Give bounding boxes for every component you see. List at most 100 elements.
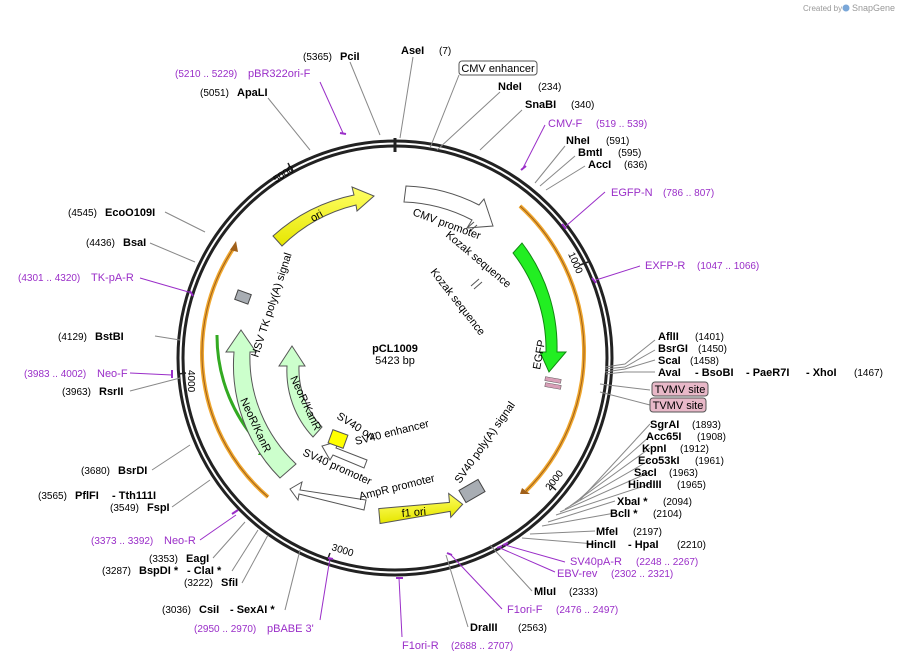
neor-outer-arrow[interactable] (225, 329, 297, 479)
svg-text:PflFI: PflFI (75, 490, 99, 502)
enzyme-scaI[interactable]: ScaI(1458) (658, 355, 719, 367)
svg-text:(2563): (2563) (518, 623, 547, 634)
svg-text:MfeI: MfeI (596, 526, 618, 538)
enzyme-eco53kI[interactable]: Eco53kI(1961) (638, 455, 724, 467)
enzyme-rsrII[interactable]: (3963)RsrII (62, 386, 123, 398)
enzyme-kpnI[interactable]: KpnI(1912) (642, 443, 709, 455)
svg-text:(1965): (1965) (677, 480, 706, 491)
svg-text:BstBI: BstBI (95, 331, 124, 343)
enzyme-apaLI[interactable]: (5051)ApaLI (200, 87, 268, 99)
enzyme-mluI[interactable]: MluI(2333) (534, 586, 598, 598)
svg-text:- SexAI *: - SexAI * (230, 604, 275, 616)
tick-4000: 4000 (185, 370, 196, 393)
svg-text:FspI: FspI (147, 502, 170, 514)
svg-text:HindIII: HindIII (628, 479, 662, 491)
svg-text:(3287): (3287) (102, 566, 131, 577)
enzyme-bclI[interactable]: BclI *(2104) (610, 508, 682, 520)
enzyme-bspDI-group[interactable]: (3287) BspDI * - ClaI * (102, 565, 222, 577)
enzyme-ndeI[interactable]: NdeI(234) (498, 81, 561, 93)
svg-text:CsiI: CsiI (199, 604, 219, 616)
svg-text:NdeI: NdeI (498, 81, 522, 93)
primer-neo-f[interactable]: (3983 .. 4002)Neo-F (24, 368, 128, 380)
sv40-ori-box[interactable] (327, 429, 349, 449)
svg-text:Acc65I: Acc65I (646, 431, 681, 443)
svg-text:(3565): (3565) (38, 491, 67, 502)
enzyme-acc65I[interactable]: Acc65I(1908) (646, 431, 726, 443)
enzyme-mfeI[interactable]: MfeI(2197) (596, 526, 662, 538)
ori-arrow[interactable] (272, 186, 375, 247)
svg-text:AflII: AflII (658, 331, 679, 343)
egfp-arrow[interactable] (512, 242, 568, 373)
primer-egfp-n[interactable]: EGFP-N(786 .. 807) (611, 187, 714, 199)
primer-cmv-f[interactable]: CMV-F(519 .. 539) (548, 118, 647, 130)
enzyme-xbaI[interactable]: XbaI *(2094) (617, 496, 692, 508)
enzyme-csiI-group[interactable]: (3036) CsiI - SexAI * (162, 604, 275, 616)
primer-pbr322ori-f[interactable]: (5210 .. 5229)pBR322ori-F (175, 68, 311, 80)
svg-text:(595): (595) (618, 148, 641, 159)
primer-pbabe-3[interactable]: (2950 .. 2970)pBABE 3' (194, 623, 314, 635)
enzyme-aflII[interactable]: AflII(1401) (658, 331, 724, 343)
svg-text:(3680): (3680) (81, 466, 110, 477)
svg-text:(1458): (1458) (690, 356, 719, 367)
svg-text:EcoO109I: EcoO109I (105, 207, 155, 219)
svg-text:EXFP-R: EXFP-R (645, 260, 685, 272)
plasmid-name: pCL1009 (372, 343, 418, 355)
svg-text:(2302 .. 2321): (2302 .. 2321) (611, 569, 673, 580)
enzyme-draIII[interactable]: DraIII (2563) (470, 622, 547, 634)
svg-text:SfiI: SfiI (221, 577, 238, 589)
f1-ori-arrow[interactable] (378, 492, 464, 525)
svg-text:(4436): (4436) (86, 238, 115, 249)
sv40-polya-box[interactable] (458, 478, 486, 504)
primer-ebv-rev[interactable]: EBV-rev(2302 .. 2321) (557, 568, 673, 580)
enzyme-bsrDI[interactable]: (3680) BsrDI (81, 465, 147, 477)
svg-text:(2476 .. 2497): (2476 .. 2497) (556, 605, 618, 616)
cmv-enhancer-box[interactable]: CMV enhancer (458, 60, 538, 76)
enzyme-avaI-group[interactable]: AvaI - BsoBI - PaeR7I - XhoI (1467) (658, 367, 883, 379)
tvmv-site-box-2[interactable]: TVMV site (649, 397, 707, 413)
enzyme-bsrGI[interactable]: BsrGI(1450) (658, 343, 727, 355)
enzyme-ecoO109I[interactable]: (4545)EcoO109I (68, 207, 155, 219)
neor-inner-arrow[interactable] (278, 345, 323, 438)
primer-f1ori-f[interactable]: F1ori-F(2476 .. 2497) (507, 604, 618, 616)
enzyme-accI[interactable]: AccI(636) (588, 159, 647, 171)
primer-tk-pa-r[interactable]: (4301 .. 4320)TK-pA-R (18, 272, 134, 284)
svg-text:(2333): (2333) (569, 587, 598, 598)
primer-sv40pa-r[interactable]: SV40pA-R(2248 .. 2267) (570, 556, 698, 568)
enzyme-bmtI[interactable]: BmtI(595) (578, 147, 641, 159)
svg-text:(3373 .. 3392): (3373 .. 3392) (91, 536, 153, 547)
snapgene-logo-icon (842, 4, 850, 12)
svg-text:DraIII: DraIII (470, 622, 498, 634)
enzyme-aseI[interactable]: AseI(7) (401, 45, 451, 57)
svg-text:TVMV site: TVMV site (653, 400, 704, 412)
svg-text:BsrGI: BsrGI (658, 343, 688, 355)
primer-f1ori-r[interactable]: F1ori-R(2688 .. 2707) (402, 640, 513, 652)
sv40-promoter-arrow[interactable] (321, 440, 368, 469)
enzyme-sacI[interactable]: SacI(1963) (634, 467, 698, 479)
primer-exfp-r[interactable]: EXFP-R (1047 .. 1066) (645, 260, 759, 272)
enzyme-sgrAI[interactable]: SgrAI(1893) (650, 419, 721, 431)
enzyme-nheI[interactable]: NheI(591) (566, 135, 629, 147)
svg-text:BsrDI: BsrDI (118, 465, 147, 477)
enzyme-pciI[interactable]: (5365)PciI (303, 51, 360, 63)
svg-text:(1047 .. 1066): (1047 .. 1066) (697, 261, 759, 272)
enzyme-snabI[interactable]: SnaBI(340) (525, 99, 594, 111)
svg-text:EagI: EagI (186, 553, 209, 565)
svg-text:XbaI *: XbaI * (617, 496, 648, 508)
primer-neo-r[interactable]: (3373 .. 3392)Neo-R (91, 535, 196, 547)
enzyme-eagI[interactable]: (3353)EagI (149, 553, 209, 565)
enzyme-hindIII[interactable]: HindIII (1965) (628, 479, 706, 491)
hsv-tk-box[interactable] (234, 289, 252, 305)
enzyme-pflFI-group[interactable]: (3565) PflFI - Tth111I (38, 490, 156, 502)
enzyme-bsaI[interactable]: (4436)BsaI (86, 237, 146, 249)
ampr-promoter-arrow[interactable] (289, 480, 367, 511)
tvmv-site-box-1[interactable]: TVMV site (651, 381, 709, 397)
enzyme-bstBI[interactable]: (4129)BstBI (58, 331, 124, 343)
svg-text:TVMV site: TVMV site (655, 384, 706, 396)
svg-text:AccI: AccI (588, 159, 611, 171)
enzyme-hincII-group[interactable]: HincII - HpaI (2210) (586, 539, 706, 551)
cmv-promoter-arrow[interactable] (403, 185, 494, 229)
svg-text:(4301 .. 4320): (4301 .. 4320) (18, 273, 80, 284)
enzyme-fspI[interactable]: (3549)FspI (110, 502, 170, 514)
enzyme-sfiI[interactable]: (3222)SfiI (184, 577, 238, 589)
tick-3000: 3000 (330, 542, 355, 559)
